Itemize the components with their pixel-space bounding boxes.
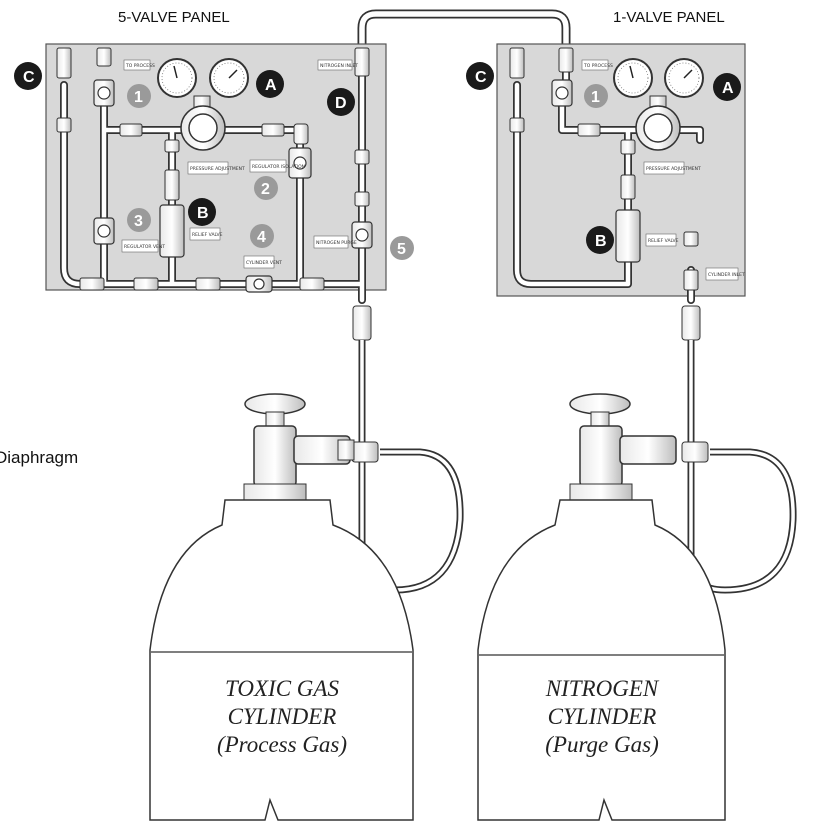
five-valve-tubing bbox=[60, 56, 366, 304]
five-valve-panel: TO PROCESS NITROGEN INLET PRESSURE ADJUS… bbox=[45, 43, 387, 304]
badge-b-left: B bbox=[188, 198, 216, 226]
relief-valve bbox=[159, 204, 185, 258]
one-valve-regulator bbox=[635, 95, 681, 151]
five-valve-pressure-gauges bbox=[157, 58, 249, 98]
interconnect-tubing bbox=[357, 9, 571, 48]
toxic-cylinder-label-3: (Process Gas) bbox=[217, 732, 347, 757]
svg-text:B: B bbox=[595, 233, 607, 250]
svg-text:2: 2 bbox=[261, 181, 270, 198]
svg-text:C: C bbox=[475, 69, 487, 86]
tag-to-process-single: TO PROCESS bbox=[583, 63, 613, 69]
five-valve-valves bbox=[93, 79, 373, 293]
one-valve-valves bbox=[551, 79, 641, 263]
toxic-gas-cylinder: TOXIC GAS CYLINDER (Process Gas) bbox=[149, 393, 414, 821]
toxic-cylinder-label-2: CYLINDER bbox=[228, 704, 337, 729]
tag-cylinder-inlet: CYLINDER INLET bbox=[708, 272, 745, 278]
svg-text:A: A bbox=[722, 80, 734, 97]
dark-badges: C A D B C A B bbox=[14, 62, 741, 254]
badge-1-right: 1 bbox=[584, 84, 608, 108]
svg-text:A: A bbox=[265, 77, 277, 94]
toxic-cylinder-label-1: TOXIC GAS bbox=[225, 676, 339, 701]
one-valve-panel: TO PROCESS PRESSURE ADJUSTMENT RELIEF VA… bbox=[496, 43, 746, 304]
badge-4: 4 bbox=[250, 224, 274, 248]
badge-a-left: A bbox=[256, 70, 284, 98]
relief-valve-single bbox=[615, 209, 641, 263]
tag-cylinder-vent: CYLINDER VENT bbox=[246, 260, 282, 266]
badge-2: 2 bbox=[254, 176, 278, 200]
svg-text:4: 4 bbox=[257, 229, 266, 246]
tag-pressure-adjustment-single: PRESSURE ADJUSTMENT bbox=[646, 166, 701, 172]
badge-1-left: 1 bbox=[127, 84, 151, 108]
badge-c-left: C bbox=[14, 62, 42, 90]
tag-regulator-vent: REGULATOR VENT bbox=[124, 244, 165, 250]
svg-text:D: D bbox=[335, 95, 347, 112]
one-valve-tubing bbox=[513, 56, 704, 304]
svg-text:C: C bbox=[23, 69, 35, 86]
svg-text:3: 3 bbox=[134, 213, 143, 230]
badge-3: 3 bbox=[127, 208, 151, 232]
tag-nitrogen-inlet: NITROGEN INLET bbox=[320, 63, 358, 69]
nitrogen-cylinder-valve bbox=[569, 393, 677, 501]
badge-d: D bbox=[327, 88, 355, 116]
one-valve-fittings bbox=[509, 47, 699, 291]
one-valve-tags: TO PROCESS PRESSURE ADJUSTMENT RELIEF VA… bbox=[581, 59, 745, 281]
tag-relief-valve: RELIEF VALVE bbox=[192, 232, 223, 238]
tag-nitrogen-purge: NITROGEN PURGE bbox=[316, 240, 357, 246]
tag-to-process: TO PROCESS bbox=[125, 63, 155, 69]
number-badges: 1 2 3 4 5 1 bbox=[127, 84, 608, 260]
badge-b-right: B bbox=[586, 226, 614, 254]
badge-a-right: A bbox=[713, 73, 741, 101]
svg-text:1: 1 bbox=[591, 89, 600, 106]
badge-5: 5 bbox=[390, 236, 414, 260]
svg-text:B: B bbox=[197, 205, 209, 222]
nitrogen-cylinder-label-2: CYLINDER bbox=[548, 704, 657, 729]
tag-relief-valve-single: RELIEF VALVE bbox=[648, 238, 679, 244]
five-valve-panel-title: 5-VALVE PANEL bbox=[118, 9, 230, 26]
diaphragm-label: Diaphragm bbox=[0, 448, 78, 467]
nitrogen-cylinder-label-3: (Purge Gas) bbox=[545, 732, 658, 757]
nitrogen-pigtail bbox=[681, 305, 797, 594]
five-valve-regulator bbox=[180, 95, 226, 151]
one-valve-panel-title: 1-VALVE PANEL bbox=[613, 9, 725, 26]
badge-c-right: C bbox=[466, 62, 494, 90]
tag-pressure-adjustment: PRESSURE ADJUSTMENT bbox=[190, 166, 245, 172]
toxic-cylinder-valve bbox=[243, 393, 355, 501]
one-valve-pressure-gauges bbox=[613, 58, 704, 98]
nitrogen-cylinder: NITROGEN CYLINDER (Purge Gas) bbox=[477, 393, 726, 821]
svg-text:5: 5 bbox=[397, 241, 406, 258]
tag-regulator-isolation: REGULATOR ISOLATION bbox=[252, 164, 305, 170]
svg-text:1: 1 bbox=[134, 89, 143, 106]
nitrogen-cylinder-label-1: NITROGEN bbox=[545, 676, 660, 701]
five-valve-tags: TO PROCESS NITROGEN INLET PRESSURE ADJUS… bbox=[121, 59, 358, 269]
five-valve-fittings bbox=[56, 47, 370, 291]
